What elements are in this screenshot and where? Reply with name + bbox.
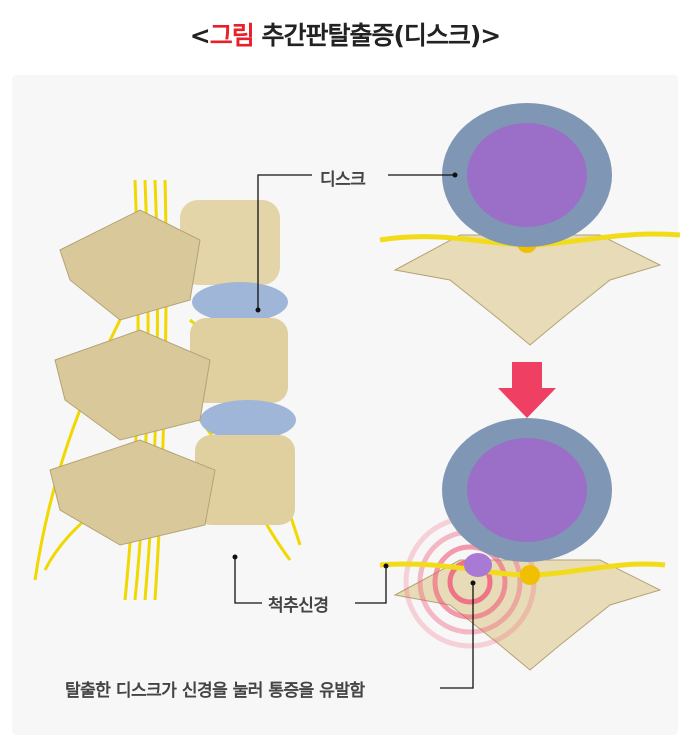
vertebra-body (190, 318, 288, 403)
title-prefix: 그림 (209, 21, 255, 50)
vertebra-body (180, 200, 280, 285)
cross-section-herniated (379, 418, 666, 671)
disc-side (200, 400, 296, 440)
herniation-note-label: 탈출한 디스크가 신경을 눌러 통증을 유발함 (65, 681, 365, 701)
herniated-disc (464, 553, 492, 577)
disc-label: 디스크 (320, 170, 366, 190)
cross-section-normal (379, 103, 681, 346)
vertebra-body (195, 435, 295, 525)
title-bracket-close: > (480, 21, 501, 50)
spine-side-view (33, 179, 302, 601)
title-main: 추간판탈출증(디스크) (261, 21, 481, 50)
spinal-nerve-label: 척추신경 (268, 596, 329, 616)
leader-lines (234, 174, 474, 689)
disc-side (192, 282, 288, 322)
page-title: <그림 추간판탈출증(디스크)> (0, 16, 690, 52)
down-arrow-icon (498, 362, 556, 418)
title-bracket-open: < (189, 21, 211, 50)
